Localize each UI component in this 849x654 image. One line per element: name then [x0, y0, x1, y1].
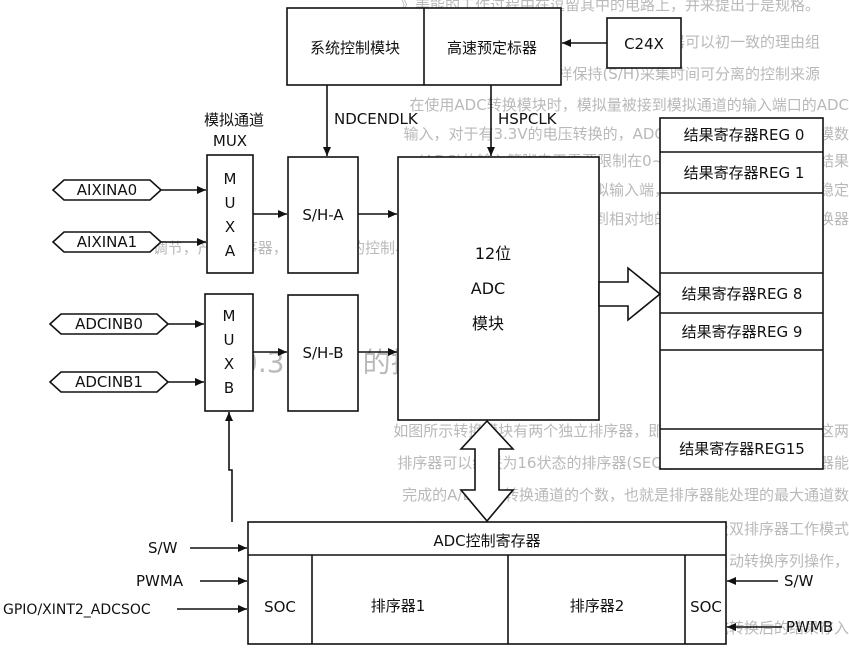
adc-label-module: 模块: [472, 314, 504, 333]
sw-left-label: S/W: [148, 539, 178, 557]
ctrl-to-muxb-arrow: [229, 412, 232, 522]
result-register-label: 结果寄存器REG 1: [684, 164, 805, 182]
adc-label-bits: 12位: [475, 244, 511, 263]
input-label-aixina0: AIXINA0: [77, 181, 137, 199]
sh-b-label: S/H-B: [302, 344, 343, 362]
muxa-letter: U: [225, 194, 236, 212]
hspclk-label: HSPCLK: [498, 110, 558, 128]
muxb-letter: X: [224, 355, 234, 373]
system-control-module-label: 系统控制模块: [310, 39, 400, 57]
muxb-letter: B: [224, 379, 234, 397]
result-register-label: 结果寄存器REG 0: [684, 126, 805, 144]
sequencer2-label: 排序器2: [570, 597, 625, 615]
high-speed-prescaler-label: 高速预定标器: [447, 39, 537, 57]
input-label-aixina1: AIXINA1: [77, 233, 137, 251]
muxa-letter: M: [224, 170, 237, 188]
mux-title-line1: 模拟通道: [204, 111, 264, 129]
c24x-label: C24X: [624, 35, 664, 53]
muxa-letter: A: [225, 242, 236, 260]
gpio-xint2-adcsoc-label: GPIO/XINT2_ADCSOC: [3, 602, 151, 618]
pwmb-label: PWMB: [786, 618, 833, 636]
adc-control-register-label: ADC控制寄存器: [433, 532, 540, 550]
soc-left-label: SOC: [264, 598, 296, 616]
muxb-letter: M: [223, 307, 236, 325]
sequencer1-label: 排序器1: [371, 597, 426, 615]
mux-title-line2: MUX: [213, 132, 247, 150]
adc-to-register-arrow: [599, 268, 660, 320]
pwma-label: PWMA: [136, 572, 184, 590]
sh-a-label: S/H-A: [302, 206, 344, 224]
muxa-letter: X: [225, 218, 235, 236]
result-register-label: 结果寄存器REG 9: [682, 323, 803, 341]
sw-right-label: S/W: [784, 572, 814, 590]
input-label-adcinb0: ADCINB0: [75, 315, 143, 333]
soc-right-label: SOC: [690, 598, 722, 616]
result-register-label: 结果寄存器REG 8: [682, 285, 803, 303]
muxb-letter: U: [224, 331, 235, 349]
bg-line: 在使用ADC转换模块时，模拟量被接到模拟通道的输入端口的ADC: [409, 96, 849, 114]
adc-label-name: ADC: [471, 279, 505, 298]
result-register-label: 结果寄存器REG15: [679, 440, 805, 458]
ndcendlk-label: NDCENDLK: [334, 110, 419, 128]
input-label-adcinb1: ADCINB1: [75, 373, 143, 391]
